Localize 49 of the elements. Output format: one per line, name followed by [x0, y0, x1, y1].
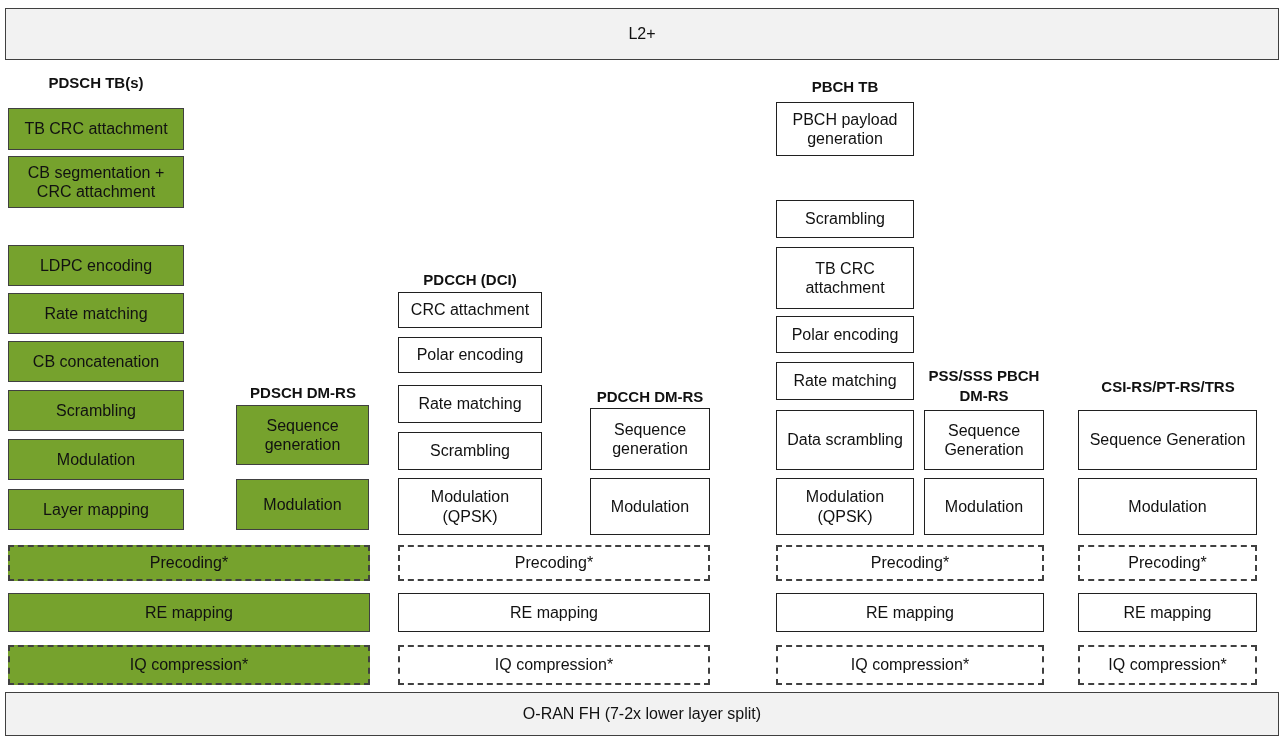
process-box: Modulation [924, 478, 1044, 535]
process-box: LDPC encoding [8, 245, 184, 286]
process-box: IQ compression* [8, 645, 370, 685]
process-box: IQ compression* [776, 645, 1044, 685]
process-box: Modulation [590, 478, 710, 535]
process-box: Sequence Generation [924, 410, 1044, 470]
process-box: Precoding* [776, 545, 1044, 581]
process-box: PBCH payload generation [776, 102, 914, 156]
process-box: RE mapping [776, 593, 1044, 632]
column-heading: CSI-RS/PT-RS/TRS [1100, 377, 1236, 397]
process-box: CRC attachment [398, 292, 542, 328]
process-box: Precoding* [398, 545, 710, 581]
column-heading: PDSCH TB(s) [47, 73, 145, 93]
process-box: TB CRC attachment [776, 247, 914, 309]
process-box: Scrambling [398, 432, 542, 470]
process-box: IQ compression* [1078, 645, 1257, 685]
process-box: Rate matching [398, 385, 542, 423]
column-heading: PBCH TB [810, 77, 880, 97]
column-heading: PDCCH DM-RS [595, 387, 705, 407]
layer-band: O-RAN FH (7-2x lower layer split) [5, 692, 1279, 736]
process-box: Sequence generation [590, 408, 710, 470]
process-box: Precoding* [1078, 545, 1257, 581]
process-box: Modulation [8, 439, 184, 480]
process-box: CB concatenation [8, 341, 184, 382]
column-heading: PDCCH (DCI) [422, 270, 518, 290]
process-box: Rate matching [776, 362, 914, 400]
process-box: Modulation [236, 479, 369, 530]
process-box: Polar encoding [776, 316, 914, 353]
process-box: Precoding* [8, 545, 370, 581]
process-box: Modulation [1078, 478, 1257, 535]
process-box: Polar encoding [398, 337, 542, 373]
process-box: Modulation (QPSK) [398, 478, 542, 535]
process-box: CB segmentation + CRC attachment [8, 156, 184, 208]
process-box: Modulation (QPSK) [776, 478, 914, 535]
process-box: RE mapping [1078, 593, 1257, 632]
process-box: Scrambling [776, 200, 914, 238]
process-box: RE mapping [398, 593, 710, 632]
process-box: IQ compression* [398, 645, 710, 685]
process-box: Scrambling [8, 390, 184, 431]
process-box: Data scrambling [776, 410, 914, 470]
process-box: TB CRC attachment [8, 108, 184, 150]
layer-band: L2+ [5, 8, 1279, 60]
process-box: Sequence generation [236, 405, 369, 465]
process-box: RE mapping [8, 593, 370, 632]
column-heading: PDSCH DM-RS [249, 383, 357, 403]
process-box: Sequence Generation [1078, 410, 1257, 470]
column-heading: PSS/SSS PBCH DM-RS [927, 366, 1041, 407]
process-box: Rate matching [8, 293, 184, 334]
process-box: Layer mapping [8, 489, 184, 530]
